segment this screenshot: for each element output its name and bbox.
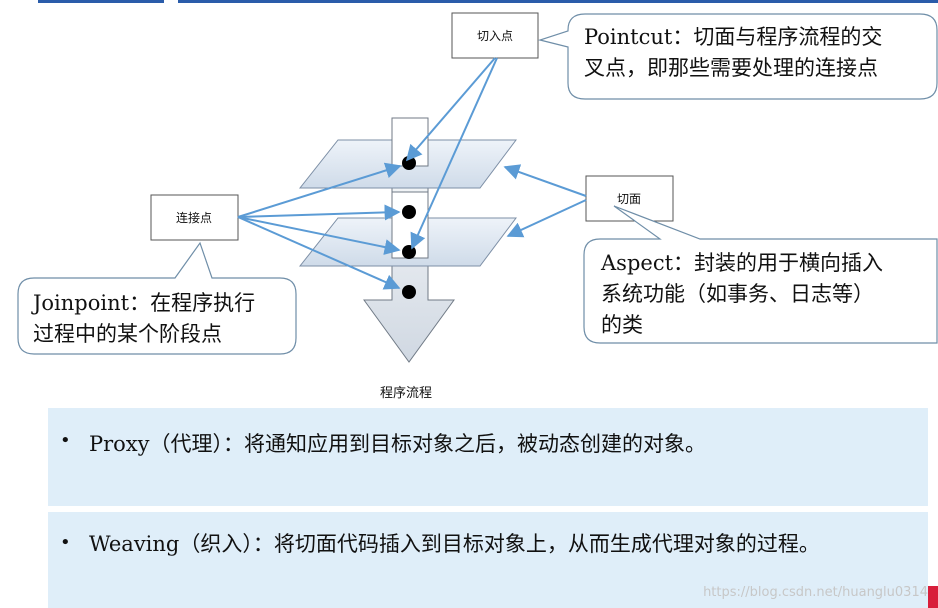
- aspect-arrow: [503, 164, 587, 197]
- pointcut-callout: [537, 13, 938, 100]
- aspect-callout: [583, 205, 938, 344]
- pointcut-box-label: 切入点: [477, 29, 513, 43]
- pointcut-description: Pointcut：切面与程序流程的交 叉点，即那些需要处理的连接点: [584, 22, 882, 84]
- proxy-text: Proxy（代理）：将通知应用到目标对象之后，被动态创建的对象。: [89, 432, 707, 456]
- pointcut-arrow: [405, 57, 496, 162]
- weaving-panel: • Weaving（织入）：将切面代码插入到目标对象上，从而生成代理对象的过程。: [48, 512, 928, 608]
- joinpoint-arrow: [237, 216, 401, 290]
- pointcut-description-line: Pointcut：切面与程序流程的交: [584, 25, 883, 49]
- joinpoint-arrow: [237, 204, 401, 221]
- proxy-panel: • Proxy（代理）：将通知应用到目标对象之后，被动态创建的对象。: [48, 408, 928, 506]
- watermark: https://blog.csdn.net/huanglu0314: [703, 585, 928, 600]
- joinpoint-callout: [17, 241, 297, 355]
- aspect-description: Aspect：封装的用于横向插入 系统功能（如事务、日志等） 的类: [601, 248, 883, 341]
- corner-accent: [928, 586, 938, 608]
- joinpoint-description: Joinpoint：在程序执行 过程中的某个阶段点: [33, 288, 255, 350]
- joinpoint-arrow: [237, 216, 401, 255]
- pointcut-description-line: 叉点，即那些需要处理的连接点: [584, 56, 878, 80]
- aspect-description-line: Aspect：封装的用于横向插入: [601, 251, 884, 275]
- aspect-box-label: 切面: [617, 192, 641, 206]
- joinpoint-dot: [402, 205, 416, 219]
- joinpoint-dot: [402, 285, 416, 299]
- weaving-text: Weaving（织入）：将切面代码插入到目标对象上，从而生成代理对象的过程。: [89, 532, 820, 556]
- joinpoint-description-line: Joinpoint：在程序执行: [33, 291, 256, 315]
- joinpoint-box: [150, 194, 239, 241]
- pointcut-arrow: [410, 57, 498, 250]
- program-flow-label: 程序流程: [380, 386, 433, 401]
- pointcut-box: [451, 12, 539, 59]
- aspect-description-line: 系统功能（如事务、日志等）: [601, 282, 874, 306]
- aop-diagram: 切入点 连接点 切面: [17, 12, 938, 363]
- joinpoint-box-label: 连接点: [176, 210, 212, 225]
- top-accent-bar-left: [38, 0, 164, 3]
- joinpoint-arrow: [237, 162, 402, 218]
- top-accent-bar-right: [178, 0, 938, 3]
- joinpoint-description-line: 过程中的某个阶段点: [33, 322, 222, 346]
- bullet-icon: •: [60, 430, 71, 451]
- bullet-icon: •: [60, 532, 71, 553]
- aspect-arrow: [506, 199, 587, 238]
- aspect-description-line: 的类: [601, 313, 643, 337]
- joinpoint-dot: [402, 245, 416, 259]
